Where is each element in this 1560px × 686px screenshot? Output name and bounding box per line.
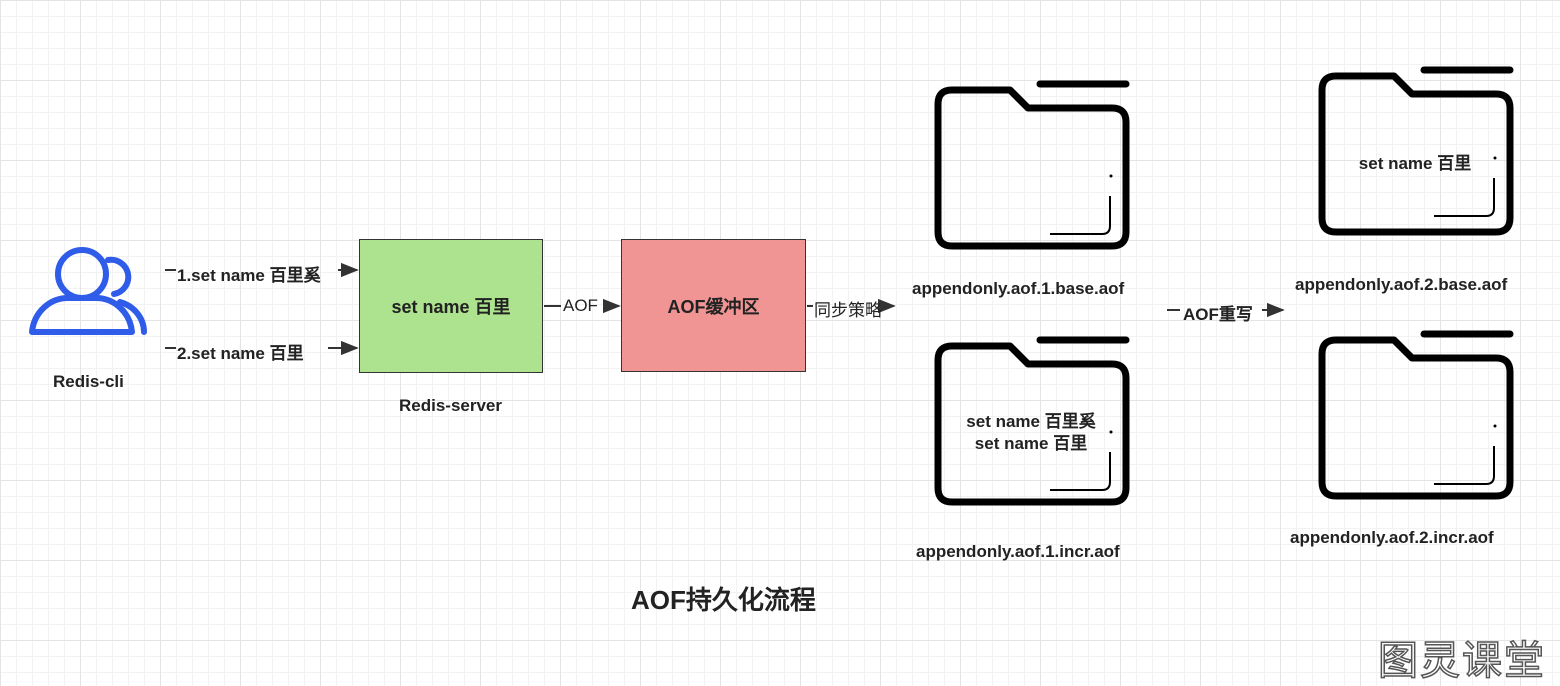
folder-icon (1318, 66, 1514, 236)
folder-incr2 (1314, 330, 1514, 500)
edge-label-sync: 同步策略 (814, 301, 882, 320)
client-node (20, 238, 160, 348)
folder-incr1-line1: set name 百里奚 (966, 412, 1096, 431)
edge-label-cmd1: 1.set name 百里奚 (177, 266, 321, 285)
edge-label-aof: AOF (563, 296, 598, 315)
folder-base2-line1: set name 百里 (1358, 154, 1472, 173)
diagram-caption: AOF持久化流程 (631, 585, 816, 615)
users-icon (29, 247, 147, 335)
client-label: Redis-cli (53, 372, 124, 391)
folder-incr1-label: appendonly.aof.1.incr.aof (916, 542, 1120, 561)
folder-base1 (930, 80, 1130, 250)
folder-base2 (1314, 66, 1514, 236)
folder-incr2-label: appendonly.aof.2.incr.aof (1290, 528, 1494, 547)
folder-icon (1318, 330, 1514, 500)
server-box-text: set name 百里 (391, 297, 511, 317)
server-label: Redis-server (399, 396, 503, 415)
folder-incr1 (930, 336, 1130, 506)
edge-label-rewrite: AOF重写 (1183, 305, 1253, 324)
edge-label-cmd2: 2.set name 百里 (177, 344, 304, 363)
folder-base2-label: appendonly.aof.2.base.aof (1295, 275, 1508, 294)
server-box: set name 百里 (359, 239, 543, 373)
folder-icon (934, 336, 1130, 506)
buffer-box-text: AOF缓冲区 (667, 296, 760, 317)
buffer-box: AOF缓冲区 (621, 239, 806, 372)
watermark-text: 图灵课堂 (1377, 637, 1546, 685)
folder-incr1-line2: set name 百里 (974, 434, 1088, 453)
folder-icon (934, 80, 1130, 250)
folder-base1-label: appendonly.aof.1.base.aof (912, 279, 1125, 298)
